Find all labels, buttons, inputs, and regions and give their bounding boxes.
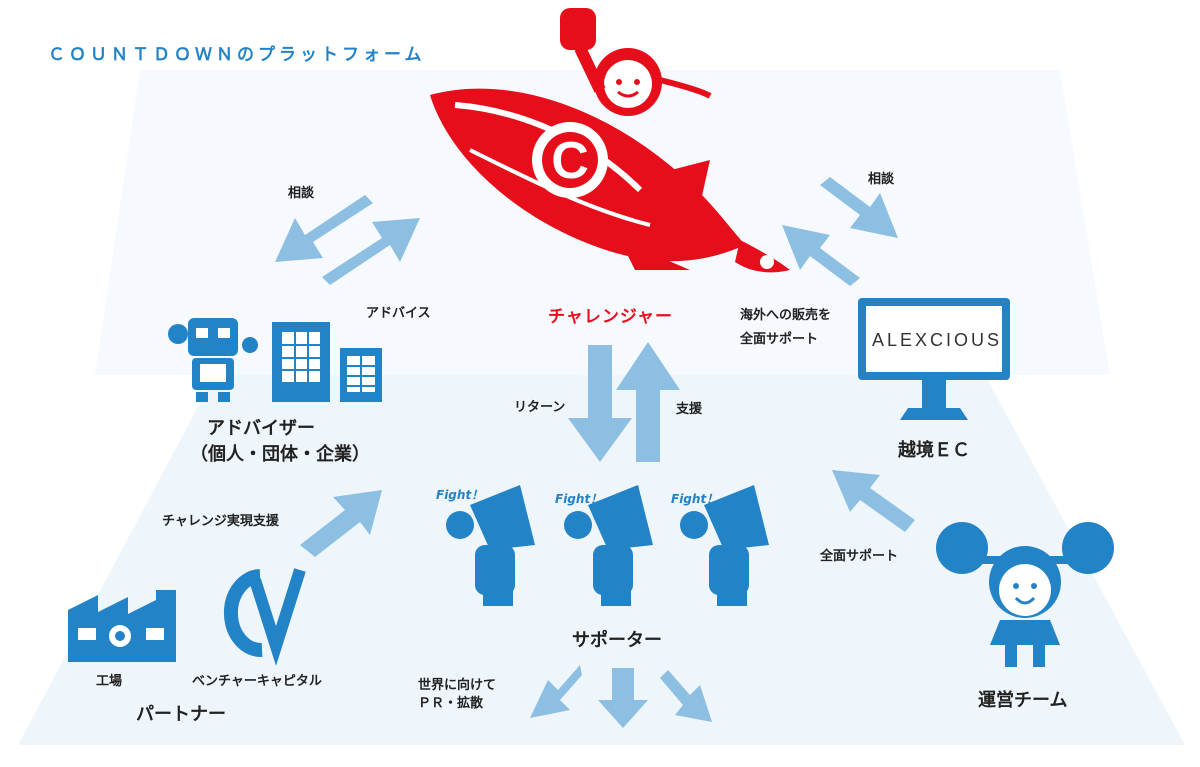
arrow-return — [568, 345, 632, 462]
fight-label-3: Fight！ — [671, 492, 719, 506]
cv-logo-icon — [223, 568, 306, 666]
arrow-consult-left — [275, 195, 373, 262]
arrow-pr-center — [598, 668, 648, 728]
arrow-sales-right — [782, 225, 860, 286]
supporter-label: サポーター — [572, 630, 662, 651]
arrow-support — [616, 342, 680, 462]
consult-left-label: 相談 — [288, 186, 315, 201]
consult-right-label: 相談 — [868, 172, 895, 187]
robot-icon — [168, 318, 258, 402]
rocket-icon: C — [430, 8, 790, 273]
pr-label-line1: 世界に向けて — [418, 678, 497, 693]
ops-team-label: 運営チーム — [978, 690, 1068, 711]
fight-label-2: Fight！ — [555, 492, 603, 506]
return-label: リターン — [514, 400, 566, 415]
ec-label: 越境ＥＣ — [898, 440, 970, 461]
factory-label: 工場 — [96, 674, 123, 689]
factory-icon — [68, 590, 176, 662]
advice-label: アドバイス — [366, 306, 431, 321]
challenger-label: チャレンジャー — [548, 307, 673, 327]
arrow-challenge-support — [300, 490, 382, 557]
full-support-label: 全面サポート — [820, 549, 899, 564]
overseas-label-line2: 全面サポート — [740, 332, 819, 347]
adviser-label-line2: （個人・団体・企業） — [190, 444, 370, 465]
pr-label-line2: ＰＲ・拡散 — [418, 696, 484, 711]
cheerleader-icon — [936, 522, 1114, 667]
challenge-support-label: チャレンジ実現支援 — [162, 514, 279, 529]
venture-capital-label: ベンチャーキャピタル — [192, 674, 322, 689]
monitor-icon — [858, 298, 1010, 420]
arrow-advice-left — [322, 218, 420, 285]
arrow-full-support — [832, 470, 915, 532]
arrow-pr-right — [660, 670, 712, 722]
overseas-label-line1: 海外への販売を — [740, 308, 832, 323]
building-icon — [272, 322, 382, 402]
arrow-consult-right — [820, 177, 898, 238]
megaphone-icon — [446, 485, 769, 606]
fight-label-1: Fight！ — [436, 488, 484, 502]
svg-text:C: C — [551, 132, 589, 190]
support-label: 支援 — [676, 402, 703, 417]
alexcious-logo: ALEXCIOUS — [872, 330, 1003, 350]
arrows — [275, 177, 915, 728]
page-title: ＣＯＵＮＴＤＯＷＮのプラットフォーム — [48, 45, 426, 65]
partner-label: パートナー — [136, 704, 226, 725]
adviser-label-line1: アドバイザー — [207, 418, 315, 439]
arrow-pr-left — [530, 665, 582, 718]
